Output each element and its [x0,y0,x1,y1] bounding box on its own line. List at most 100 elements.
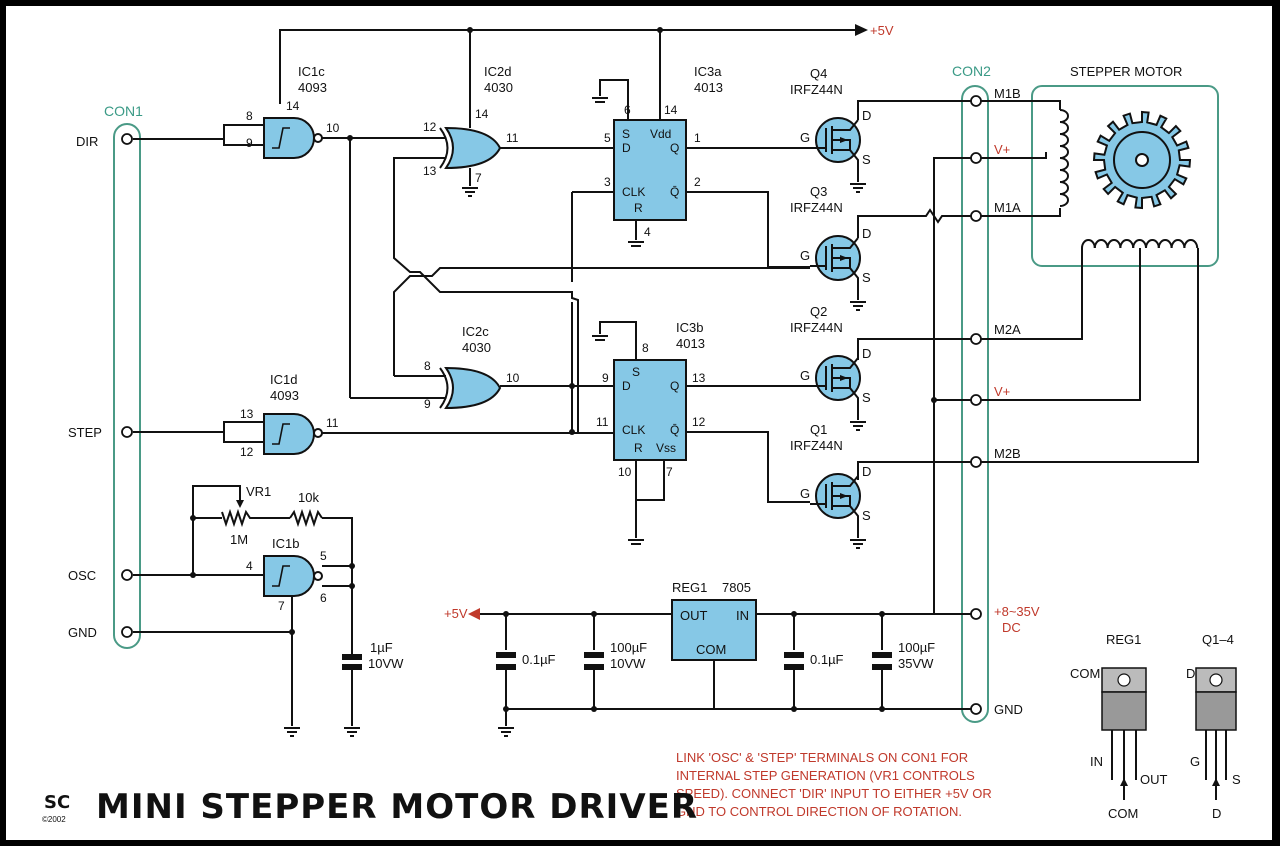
mosfet-q1-drain: D [862,464,871,479]
ic3b-clk: CLK [622,423,645,437]
mosfet-q2-source: S [862,390,871,405]
mosfet-q4-gate: G [800,130,810,145]
ic3a-flipflop: S D Vdd Q CLK Q̄ R IC3a 4013 6 14 5 1 3 … [592,64,810,268]
mosfet-q1-name: Q1 [810,422,827,437]
reg-part: 7805 [722,580,751,595]
logo-sc: SC [44,792,70,813]
cross-wires [347,135,810,435]
mosfet-q3-name: Q3 [810,184,827,199]
ic3a-d: D [622,141,631,155]
fet-pinout: Q1–4 D G S D [1186,632,1241,821]
ic2d-pin7: 7 [475,171,482,185]
fet-pinout-d: D [1186,666,1195,681]
fet-pinout-d2: D [1212,806,1221,821]
vr1-value: 1M [230,532,248,547]
ic3a-q: Q [670,141,679,155]
con2-vplus-2: V+ [994,384,1010,399]
fet-pinout-title: Q1–4 [1202,632,1234,647]
ic3b-pin11: 11 [596,415,609,429]
ic3b-pin7: 7 [666,465,673,479]
ic3a-pin5: 5 [604,131,611,145]
ic2c-pin8: 8 [424,359,431,373]
ic2d-name: IC2d [484,64,511,79]
motor-coil-2 [1081,239,1199,249]
ic1d-pin13: 13 [240,407,254,421]
con2-m2a: M2A [994,322,1021,337]
fet-pinout-g: G [1190,754,1200,769]
motor-rotor-icon [1092,110,1192,210]
con1-osc-label: OSC [68,568,96,583]
ic1d-pin11: 11 [326,416,339,430]
ic3b-vss: Vss [656,441,676,455]
ic2d-part: 4030 [484,80,513,95]
ic3a-pin1: 1 [694,131,701,145]
ic2c-part: 4030 [462,340,491,355]
r-10k: 10k [298,490,319,505]
note-block: LINK 'OSC' & 'STEP' TERMINALS ON CON1 FO… [676,750,992,819]
ic3a-pin4: 4 [644,225,651,239]
ic3a-pin3: 3 [604,175,611,189]
con2-connector: CON2 M1B V+ M1A M2A V+ M2B +8~35V DC GND [952,63,1040,723]
ic3b-pin12: 12 [692,415,706,429]
ic2c-pin9: 9 [424,397,431,411]
ic1b-pin4: 4 [246,559,253,573]
ic1b-name: IC1b [272,536,299,551]
con2-m1a: M1A [994,200,1021,215]
con2-dc: DC [1002,620,1021,635]
mosfet-q1-source: S [862,508,871,523]
drain-wires [857,100,971,614]
ic3a-clk: CLK [622,185,645,199]
reg-cap-2-volt: 10VW [610,656,646,671]
mosfet-q2-drain: D [862,346,871,361]
con2-gnd: GND [994,702,1023,717]
ic3b-pin9: 9 [602,371,609,385]
diagram-title: MINI STEPPER MOTOR DRIVER [96,787,698,827]
ic3b-q: Q [670,379,679,393]
con1-step-label: STEP [68,425,102,440]
reg-cap-4-volt: 35VW [898,656,934,671]
reg-cap-3: 0.1µF [784,611,844,712]
ic1d-gate: IC1d 4093 13 12 11 [133,372,614,459]
ic2d-pin12: 12 [423,120,437,134]
con2-supply: +8~35V [994,604,1040,619]
schematic-sheet: CON1 DIR STEP OSC GND +5V IC1c 4093 8 9 … [6,6,1272,840]
ic3b-flipflop: S D Q CLK Q̄ R Vss IC3b 4013 8 9 13 11 1… [592,320,810,545]
vcc-rail: +5V [279,23,894,128]
ic1c-pin9: 9 [246,136,253,150]
ic2d-pin14: 14 [475,107,489,121]
con1-connector: CON1 DIR STEP OSC GND [68,103,143,649]
ic3a-s: S [622,127,630,141]
ic1d-pin12: 12 [240,445,254,459]
osc-cap-volt: 10VW [368,656,404,671]
ic3a-qbar: Q̄ [670,185,679,199]
note-line-4: GND TO CONTROL DIRECTION OF ROTATION. [676,804,962,819]
ic1c-gate: IC1c 4093 8 9 14 10 [133,64,400,159]
ic2c-name: IC2c [462,324,489,339]
ic1d-part: 4093 [270,388,299,403]
ic3b-part: 4013 [676,336,705,351]
reg-com-pin: COM [696,642,726,657]
note-line-2: INTERNAL STEP GENERATION (VR1 CONTROLS [676,768,975,783]
mosfet-q3-gate: G [800,248,810,263]
con2-m1b: M1B [994,86,1021,101]
ic3b-qbar: Q̄ [670,423,679,437]
con2-label: CON2 [952,63,991,79]
ic3b-name: IC3b [676,320,703,335]
ic2d-ground [462,187,478,197]
stepper-motor: STEPPER MOTOR [981,64,1219,463]
mosfet-q4-part: IRFZ44N [790,82,843,97]
motor-label: STEPPER MOTOR [1070,64,1182,79]
reg-in-pin: IN [736,608,749,623]
ic3b-pin10: 10 [618,465,632,479]
ic3a-pin14: 14 [664,103,678,117]
reg-cap-1: 0.1µF [496,611,556,712]
note-line-3: SPEED). CONNECT 'DIR' INPUT TO EITHER +5… [676,786,992,801]
ic3a-r: R [634,201,643,215]
logo-year: ©2002 [42,815,66,824]
